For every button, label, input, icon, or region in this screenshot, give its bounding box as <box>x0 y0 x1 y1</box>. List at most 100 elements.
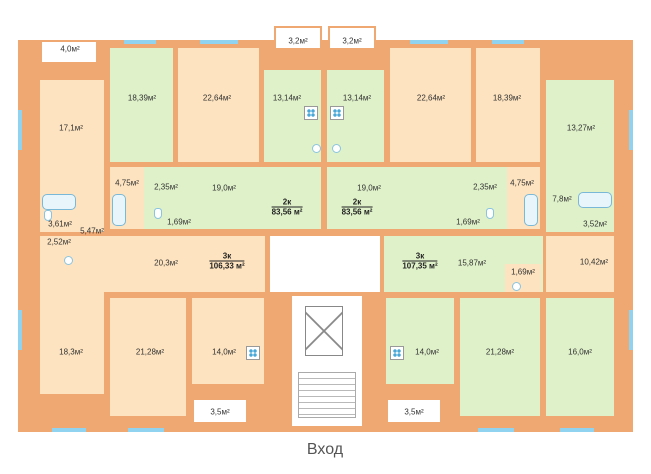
sink-icon <box>312 144 321 153</box>
room-21-28-left <box>110 298 186 416</box>
room-18-39-right <box>476 48 540 162</box>
wc-2-52 <box>40 236 80 266</box>
room-label: 4,75м² <box>510 178 534 188</box>
wc-1-69-bottom <box>505 264 541 292</box>
window <box>629 310 633 350</box>
room-label: 3,52м² <box>583 219 607 229</box>
apartment-tag: 3к 107,35 м² <box>402 252 438 271</box>
room-label: 18,39м² <box>492 93 522 103</box>
room-label: 3,5м² <box>210 407 230 417</box>
window <box>478 428 514 432</box>
stove-icon <box>246 346 260 360</box>
toilet-icon <box>44 210 52 221</box>
window <box>18 310 22 350</box>
room-label: 18,39м² <box>127 93 157 103</box>
room-label: 3,2м² <box>288 36 308 46</box>
room-label: 16,0м² <box>568 347 592 357</box>
room-label: 17,1м² <box>59 123 83 133</box>
apartment-area: 106,33 м² <box>209 261 245 271</box>
room-label: 22,64м² <box>416 93 446 103</box>
window <box>410 40 448 44</box>
room-label: 4,75м² <box>115 178 139 188</box>
balcony-4-0 <box>40 40 98 64</box>
sink-icon <box>64 256 73 265</box>
bathtub-icon <box>42 194 76 210</box>
apartment-area: 107,35 м² <box>402 261 438 271</box>
room-label: 3,2м² <box>342 36 362 46</box>
window <box>560 428 594 432</box>
stove-icon <box>390 346 404 360</box>
sink-icon <box>512 282 521 291</box>
room-label: 13,14м² <box>342 93 372 103</box>
room-10-42 <box>546 236 614 292</box>
bathtub-icon <box>578 192 612 208</box>
apartment-type: 2к <box>341 198 373 208</box>
window <box>124 40 156 44</box>
room-label: 5,47м² <box>80 226 104 236</box>
stair-core <box>270 236 380 292</box>
bathtub-icon <box>112 194 126 226</box>
window <box>18 110 22 150</box>
toilet-icon <box>486 208 494 219</box>
apartment-area: 83,56 м² <box>341 207 373 217</box>
apartment-tag: 2к 83,56 м² <box>271 198 303 217</box>
room-label: 19,0м² <box>357 183 381 193</box>
window <box>629 110 633 150</box>
stove-icon <box>330 106 344 120</box>
kitchen-14-0-left <box>192 298 264 384</box>
apartment-type: 3к <box>402 252 438 262</box>
balcony-3-5-right <box>386 398 442 424</box>
apartment-area: 83,56 м² <box>271 207 303 217</box>
hall-19-0-left <box>144 167 321 229</box>
entrance-label: Вход <box>306 441 344 458</box>
room-label: 1,69м² <box>167 217 191 227</box>
room-13-27 <box>546 80 614 232</box>
room-label: 21,28м² <box>135 347 165 357</box>
bathtub-icon <box>524 194 538 226</box>
toilet-icon <box>154 208 162 219</box>
room-label: 2,35м² <box>473 182 497 192</box>
apartment-type: 2к <box>271 198 303 208</box>
apartment-type: 3к <box>209 252 245 262</box>
stairs <box>298 372 356 418</box>
balcony-3-2-right <box>328 26 376 50</box>
room-21-28-right <box>460 298 540 416</box>
window <box>128 428 164 432</box>
room-label: 4,0м² <box>60 44 80 54</box>
room-label: 10,42м² <box>579 257 609 267</box>
apartment-tag: 2к 83,56 м² <box>341 198 373 217</box>
room-label: 2,52м² <box>47 237 71 247</box>
room-18-3 <box>40 270 104 394</box>
room-label: 18,3м² <box>59 347 83 357</box>
room-16-0 <box>546 298 614 416</box>
room-label: 14,0м² <box>415 347 439 357</box>
balcony-3-5-left <box>192 398 248 424</box>
room-label: 21,28м² <box>485 347 515 357</box>
room-label: 1,69м² <box>456 217 480 227</box>
room-label: 15,87м² <box>457 258 487 268</box>
apartment-tag: 3к 106,33 м² <box>209 252 245 271</box>
window <box>200 40 238 44</box>
room-label: 20,3м² <box>154 258 178 268</box>
elevator <box>305 306 343 356</box>
room-label: 19,0м² <box>212 183 236 193</box>
window <box>492 40 524 44</box>
room-label: 14,0м² <box>212 347 236 357</box>
room-label: 2,35м² <box>154 182 178 192</box>
room-label: 22,64м² <box>202 93 232 103</box>
window <box>52 428 86 432</box>
kitchen-14-0-right <box>386 298 454 384</box>
room-label: 13,14м² <box>272 93 302 103</box>
sink-icon <box>332 144 341 153</box>
room-18-39-left <box>110 48 173 162</box>
room-label: 3,61м² <box>48 219 72 229</box>
room-22-64-right <box>390 48 471 162</box>
balcony-3-2-left <box>274 26 322 50</box>
room-label: 1,69м² <box>511 267 535 277</box>
room-label: 13,27м² <box>566 123 596 133</box>
hall-19-0-right <box>327 167 507 229</box>
room-label: 3,5м² <box>404 407 424 417</box>
room-label: 7,8м² <box>552 194 572 204</box>
stove-icon <box>304 106 318 120</box>
